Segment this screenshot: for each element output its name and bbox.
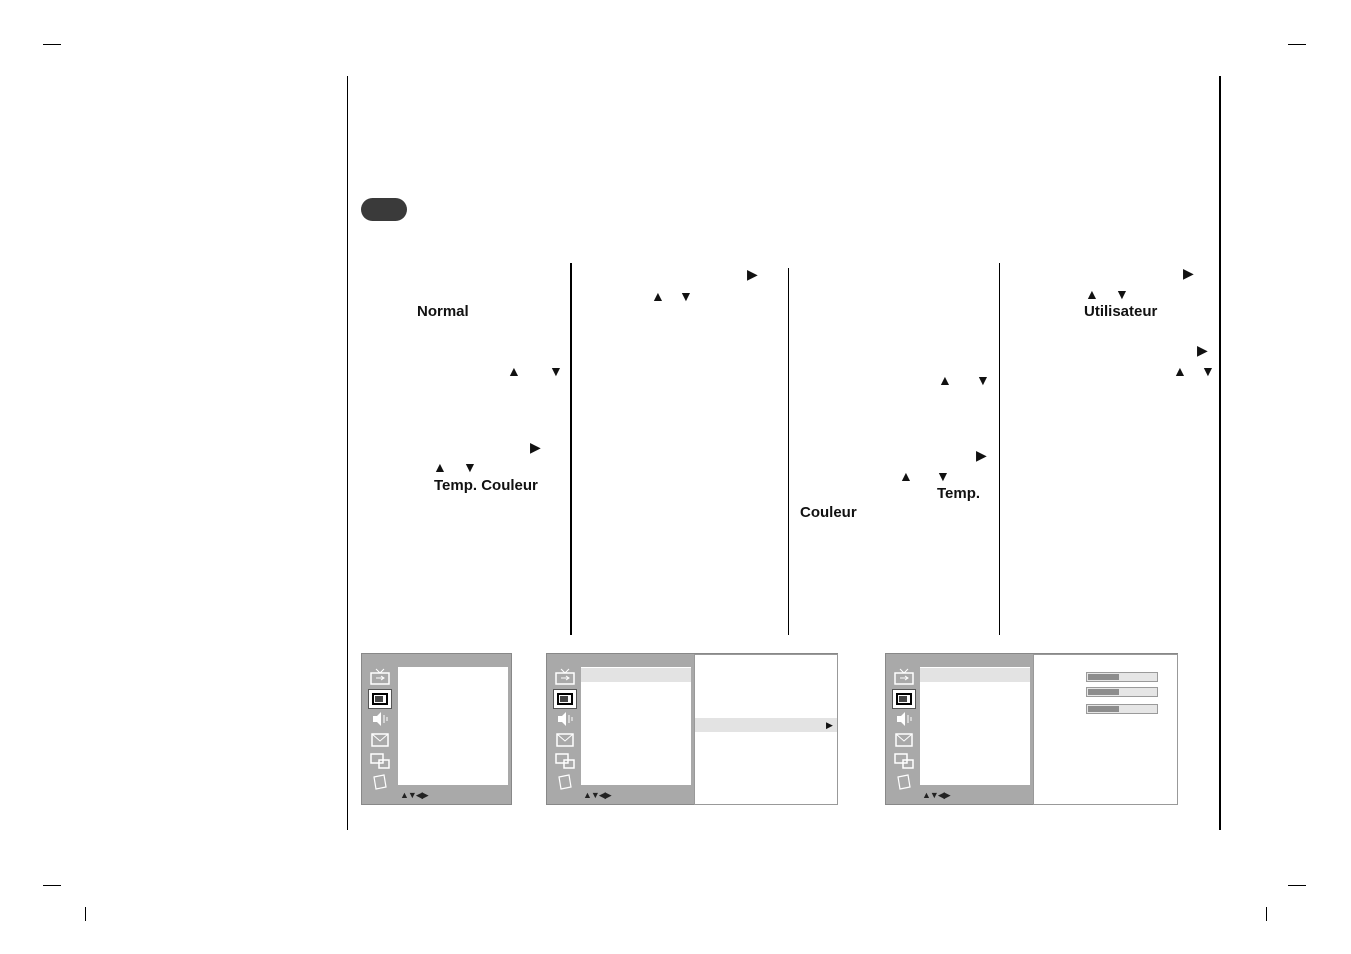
down-arrow-icon: ▼ [1201,363,1215,379]
nav-hint: ▲▼◀▶ [583,790,612,800]
special-icon [368,773,392,791]
nav-hint: ▲▼◀▶ [922,790,951,800]
picture-icon[interactable] [553,689,577,709]
sound-icon [368,710,392,728]
up-arrow-icon: ▲ [1173,363,1187,379]
sound-icon [892,710,916,728]
osd-panel-main-menu: ▲▼◀▶ [361,653,512,805]
up-arrow-icon: ▲ [899,468,913,484]
bar-fill [1088,674,1119,680]
tv-icon [892,668,916,686]
down-arrow-icon: ▼ [463,459,477,475]
down-arrow-icon: ▼ [936,468,950,484]
timer-icon [553,731,577,749]
menu-list [581,667,691,785]
osd-panel-color-temp: ▲▼◀▶ [885,653,1178,805]
green-level-bar[interactable] [1086,687,1158,697]
section-badge [361,198,407,221]
tv-icon [553,668,577,686]
crop-mark [1266,907,1267,921]
up-arrow-icon: ▲ [507,363,521,379]
down-arrow-icon: ▼ [976,372,990,388]
right-arrow-icon: ▶ [976,447,987,463]
column-divider [999,263,1000,635]
crop-mark [1288,885,1306,886]
submenu [1033,654,1178,805]
menu-list [398,667,508,785]
submenu-highlight[interactable] [695,718,837,732]
couleur-label: Couleur [800,504,857,521]
down-arrow-icon: ▼ [1115,286,1129,302]
screen-icon [553,752,577,770]
bar-fill [1088,689,1119,695]
up-arrow-icon: ▲ [433,459,447,475]
menu-list [920,667,1030,785]
column-divider [570,263,572,635]
up-arrow-icon: ▲ [651,288,665,304]
blue-level-bar[interactable] [1086,704,1158,714]
temp-couleur-label: Temp. Couleur [434,477,538,494]
menu-highlight[interactable] [920,668,1030,682]
screen-icon [892,752,916,770]
right-arrow-icon: ▶ [1197,342,1208,358]
screen-icon [368,752,392,770]
submenu: ▶ [694,654,838,805]
timer-icon [368,731,392,749]
right-arrow-icon: ▶ [530,439,541,455]
picture-icon[interactable] [368,689,392,709]
right-arrow-icon: ▶ [747,266,758,282]
right-arrow-icon: ▶ [826,720,833,730]
crop-mark [85,907,86,921]
nav-hint: ▲▼◀▶ [400,790,429,800]
special-icon [553,773,577,791]
crop-mark [43,44,61,45]
down-arrow-icon: ▼ [679,288,693,304]
up-arrow-icon: ▲ [938,372,952,388]
page-left-rule [347,76,348,830]
down-arrow-icon: ▼ [549,363,563,379]
crop-mark [43,885,61,886]
temp-label: Temp. [937,485,981,502]
timer-icon [892,731,916,749]
column-divider [788,268,789,635]
up-arrow-icon: ▲ [1085,286,1099,302]
right-arrow-icon: ▶ [1183,265,1194,281]
sound-icon [553,710,577,728]
menu-highlight[interactable] [581,668,691,682]
special-icon [892,773,916,791]
tv-icon [368,668,392,686]
picture-icon[interactable] [892,689,916,709]
page-right-rule [1219,76,1221,830]
normal-label: Normal [417,303,469,320]
red-level-bar[interactable] [1086,672,1158,682]
osd-panel-picture-menu: ▲▼◀▶ ▶ [546,653,838,805]
utilisateur-label: Utilisateur [1084,303,1158,320]
crop-mark [1288,44,1306,45]
bar-fill [1088,706,1119,712]
